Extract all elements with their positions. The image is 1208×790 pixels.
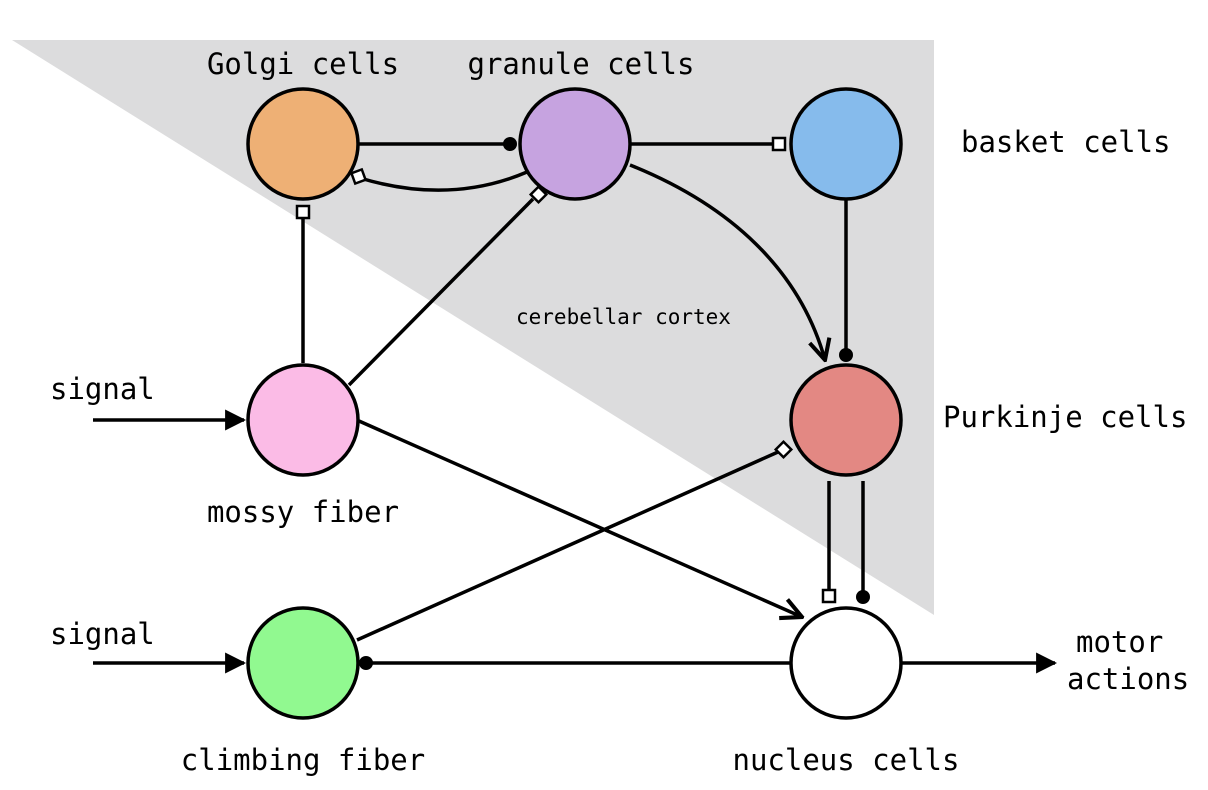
cortex-label: cerebellar cortex (516, 305, 731, 329)
nucleus-cells-label: nucleus cells (733, 743, 960, 777)
mossy-fiber-label: mossy fiber (207, 495, 399, 529)
granule-to-golgi-terminal-diamond (349, 167, 368, 186)
mossy-to-nucleus-line (358, 419, 802, 617)
purkinje-to-nucleus-terminal-square (821, 588, 837, 604)
granule-cells-label: granule cells (468, 47, 695, 81)
mossy-to-granule-line (347, 197, 535, 387)
purkinje-to-nucleus-terminal-dot (856, 590, 870, 604)
basket-cells-node (789, 87, 903, 201)
granule-cells-node (518, 87, 632, 201)
climbing-to-purkinje-terminal-diamond (773, 439, 794, 460)
climbing-fiber-label: climbing fiber (181, 743, 425, 777)
golgi-cells-node (246, 87, 360, 201)
climbing-to-purkinje-line (356, 450, 779, 642)
cerebellar-cortex-region (12, 40, 934, 615)
granule-to-purkinje-curve (629, 163, 825, 360)
signal-top-label: signal (50, 372, 155, 406)
climbing-fiber-node (246, 606, 360, 720)
golgi-cells-label: Golgi cells (207, 47, 399, 81)
signal-bottom-label: signal (50, 617, 155, 651)
purkinje-cells-label: Purkinje cells (943, 400, 1187, 434)
golgi-to-granule-terminal-dot (503, 137, 517, 151)
purkinje-cells-node (789, 363, 903, 477)
granule-to-basket-terminal-square (771, 136, 787, 152)
mossy-fiber-node (246, 363, 360, 477)
mossy-to-golgi-terminal-square (295, 204, 311, 220)
nucleus-to-climbing-terminal-dot (359, 656, 373, 670)
basket-cells-label: basket cells (961, 125, 1171, 159)
mossy-to-granule-terminal-diamond (528, 184, 549, 205)
motor-actions-label-line2: actions (1067, 662, 1189, 696)
granule-to-golgi-curve (359, 170, 528, 192)
basket-to-purkinje-terminal-dot (839, 348, 853, 362)
motor-actions-label-line1: motor (1076, 625, 1163, 659)
nucleus-cells-node (789, 606, 903, 720)
